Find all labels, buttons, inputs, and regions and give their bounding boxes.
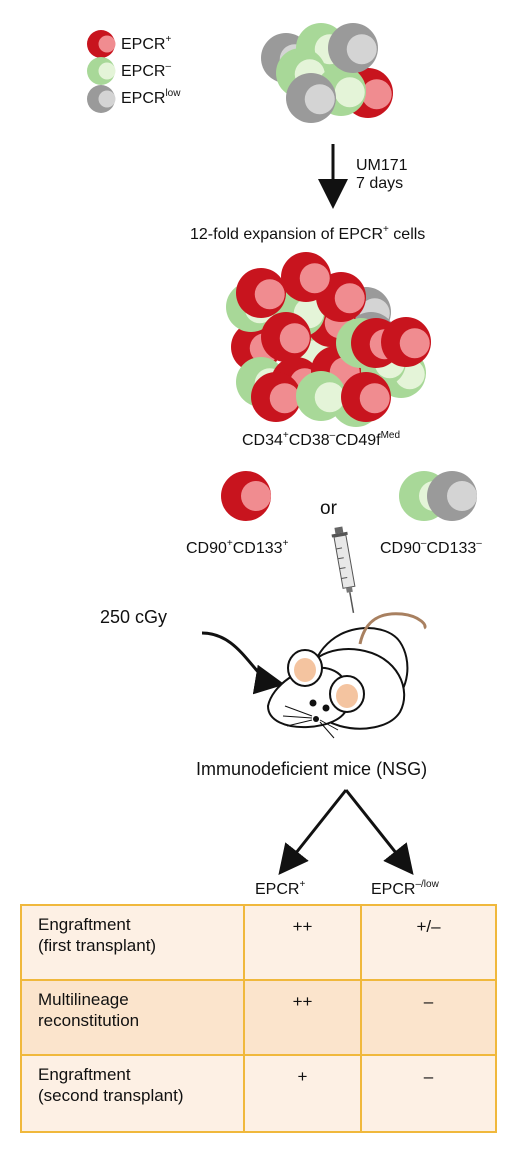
irradiation-dose-label: 250 cGy bbox=[100, 607, 168, 627]
table-row: Engraftment (second transplant) + – bbox=[20, 1054, 497, 1133]
legend-label-epcr-low: EPCRlow bbox=[121, 87, 181, 107]
syringe-icon bbox=[331, 526, 356, 614]
cell bbox=[281, 252, 331, 302]
table-row: Engraftment (first transplant) ++ +/– bbox=[20, 904, 497, 981]
branch-label-epcr-negative-low: EPCR–/low bbox=[371, 878, 439, 898]
legend-swatch-epcr-positive bbox=[87, 30, 116, 58]
epcr-negative-low-result: – bbox=[360, 1054, 497, 1133]
epcr-negative-low-result: +/– bbox=[360, 904, 497, 981]
cell bbox=[286, 73, 336, 123]
left-population-label: CD90+CD133+ bbox=[186, 537, 289, 557]
legend-label-epcr-negative: EPCR– bbox=[121, 60, 172, 80]
cell bbox=[328, 23, 378, 73]
branch-arrow-right bbox=[344, 789, 414, 876]
table-row: Multilineage reconstitution ++ – bbox=[20, 979, 497, 1056]
legend-label-epcr-positive: EPCR+ bbox=[121, 33, 172, 53]
expanded-cell-cluster bbox=[226, 252, 431, 427]
mouse-icon bbox=[266, 612, 427, 739]
mice-label: Immunodeficient mice (NSG) bbox=[196, 759, 428, 779]
row-label: Engraftment (second transplant) bbox=[20, 1054, 245, 1133]
row-label: Engraftment (first transplant) bbox=[20, 904, 245, 981]
phenotype-label: CD34+CD38–CD49fMed bbox=[242, 429, 401, 449]
irradiation-arrow bbox=[201, 631, 285, 695]
row-label: Multilineage reconstitution bbox=[20, 979, 245, 1056]
cell bbox=[341, 372, 391, 422]
epcr-positive-result: ++ bbox=[243, 904, 362, 981]
cell-cd90pos bbox=[221, 471, 271, 521]
cell bbox=[296, 371, 346, 421]
cell-cd90neg-grey bbox=[427, 471, 477, 521]
legend-swatch-epcr-low bbox=[87, 85, 116, 113]
treatment-label: UM171 7 days bbox=[356, 157, 408, 192]
cell bbox=[261, 312, 311, 362]
legend-swatch-epcr-negative bbox=[87, 57, 116, 85]
epcr-positive-result: + bbox=[243, 1054, 362, 1133]
expansion-label: 12-fold expansion of EPCR+ cells bbox=[190, 223, 426, 243]
branch-label-epcr-positive: EPCR+ bbox=[255, 878, 306, 898]
cell bbox=[236, 268, 286, 318]
epcr-positive-result: ++ bbox=[243, 979, 362, 1056]
branch-arrow-left bbox=[278, 789, 348, 876]
initial-cell-cluster bbox=[261, 23, 393, 123]
or-label: or bbox=[320, 498, 337, 519]
results-table: Engraftment (first transplant) ++ +/– Mu… bbox=[20, 904, 497, 1133]
cell bbox=[251, 372, 301, 422]
cell bbox=[381, 317, 431, 367]
epcr-negative-low-result: – bbox=[360, 979, 497, 1056]
right-population-label: CD90–CD133– bbox=[380, 537, 482, 557]
